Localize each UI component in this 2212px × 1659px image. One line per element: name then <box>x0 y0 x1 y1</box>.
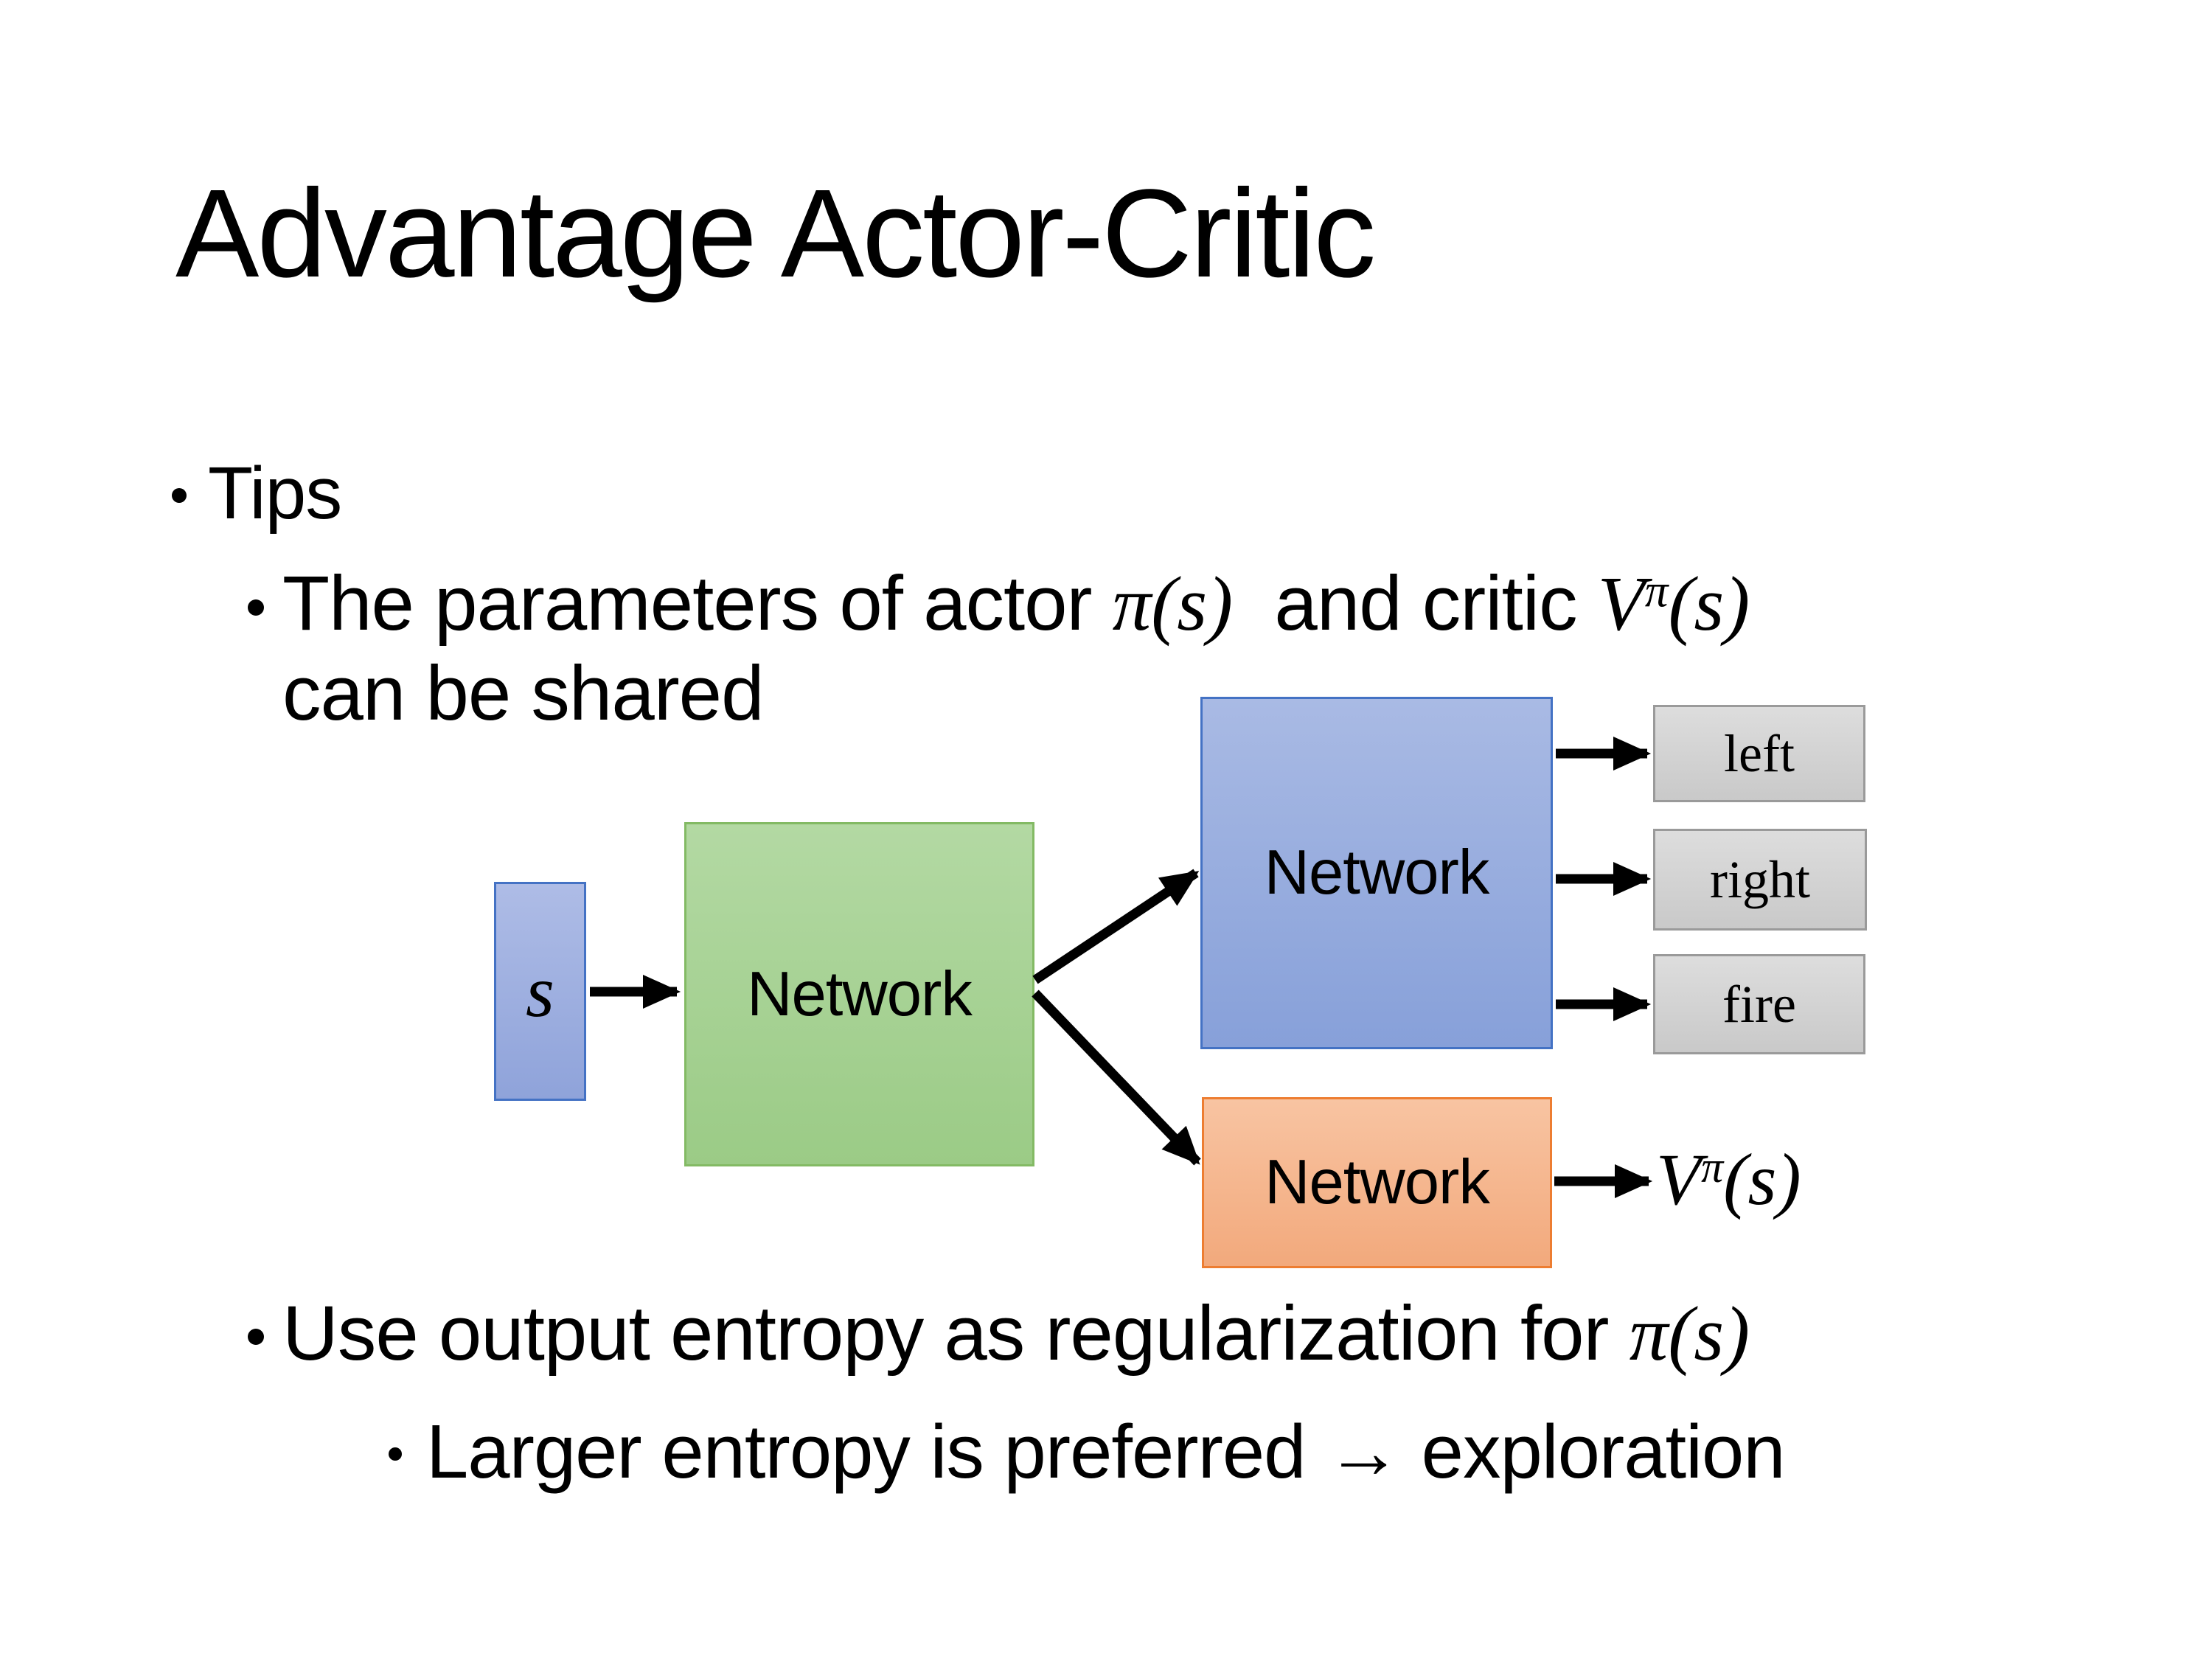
critic-network-label: Network <box>1265 1147 1490 1217</box>
arrow-shared-to-critic <box>1032 990 1201 1166</box>
value-output-sup: π <box>1701 1143 1724 1192</box>
action-right-box: right <box>1653 829 1867 931</box>
bullet-entropy-math: π(s) <box>1629 1290 1750 1377</box>
action-right-label: right <box>1710 849 1810 909</box>
bullet-dot-shared <box>248 599 264 616</box>
action-left-label: left <box>1724 723 1795 783</box>
bullet-shared-mid: and critic <box>1233 560 1598 647</box>
arrow-shared-to-actor <box>1032 869 1200 984</box>
value-output-V: V <box>1656 1138 1702 1220</box>
actor-policy-math: π(s) <box>1112 560 1234 647</box>
bullet-dot-entropy <box>248 1329 264 1345</box>
value-output-math: Vπ(s) <box>1656 1135 1801 1224</box>
shared-network-box: Network <box>684 822 1034 1166</box>
bullet-entropy: Use output entropy as regularization for… <box>282 1287 1750 1380</box>
critic-value-args: (s) <box>1668 560 1750 647</box>
bullet-tips: Tips <box>208 452 342 535</box>
bullet-shared-line2: can be shared <box>282 650 764 737</box>
critic-value-math: Vπ(s) <box>1598 560 1750 647</box>
actor-network-box: Network <box>1200 697 1553 1049</box>
bullet-dot-tips <box>172 488 187 503</box>
bullet-shared-line1: The parameters of actor π(s) and critic … <box>282 557 1750 650</box>
bullet-exploration: Larger entropy is preferred → exploratio… <box>426 1409 1786 1494</box>
action-fire-label: fire <box>1722 974 1796 1034</box>
critic-value-sup: π <box>1644 565 1669 617</box>
critic-network-box: Network <box>1202 1097 1552 1268</box>
input-state-label: s <box>526 950 554 1032</box>
actor-network-label: Network <box>1264 838 1490 908</box>
critic-value-V: V <box>1597 560 1645 647</box>
bullet-shared-pre: The parameters of actor <box>282 560 1113 647</box>
value-output-args: (s) <box>1723 1138 1801 1220</box>
bullet-dot-exploration <box>389 1447 402 1461</box>
bullet-entropy-pre: Use output entropy as regularization for <box>282 1290 1630 1377</box>
input-state-box: s <box>494 882 586 1101</box>
page-title: Advantage Actor-Critic <box>175 164 1376 304</box>
action-fire-box: fire <box>1653 954 1865 1054</box>
action-left-box: left <box>1653 705 1865 802</box>
shared-network-label: Network <box>747 959 973 1029</box>
